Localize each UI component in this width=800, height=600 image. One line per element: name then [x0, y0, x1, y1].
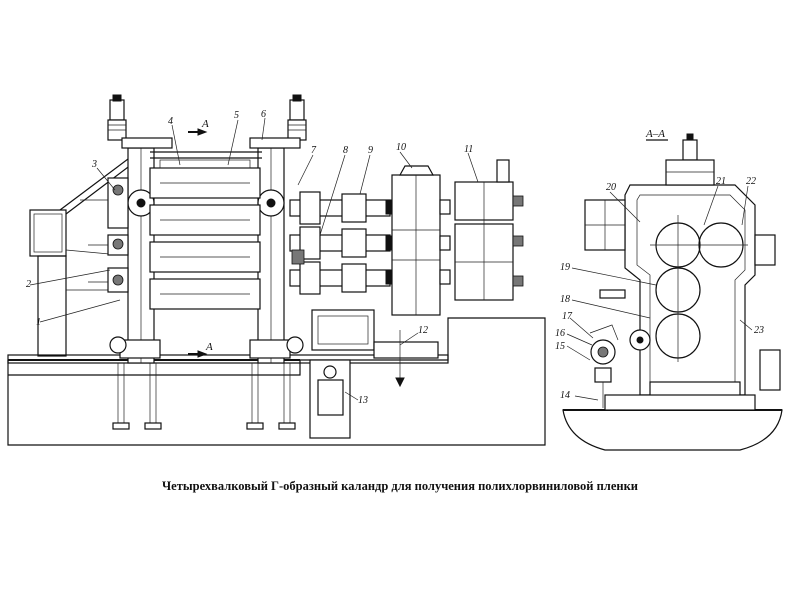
screw-down-motor-right	[249, 94, 307, 149]
callout-17: 17	[562, 311, 573, 322]
callout-7: 7	[311, 145, 317, 156]
callout-19: 19	[560, 262, 570, 273]
callout-15: 15	[555, 341, 565, 352]
screw-down-motor-left	[107, 94, 173, 149]
callout-18: 18	[560, 294, 570, 305]
callout-1: 1	[36, 317, 41, 328]
section-a-a-view: A–A	[555, 128, 783, 451]
lubrication-unit	[311, 309, 439, 388]
callout-12: 12	[418, 325, 428, 336]
section-title: A–A	[645, 128, 665, 140]
drive-shafts	[289, 191, 391, 295]
callout-20: 20	[606, 182, 616, 193]
callout-16: 16	[555, 328, 565, 339]
service-platform	[29, 149, 141, 357]
section-mark-bottom: A	[205, 341, 213, 353]
calender-rolls	[149, 159, 261, 310]
side-housing	[624, 184, 756, 396]
side-rolls	[650, 215, 748, 362]
callout-22: 22	[746, 176, 756, 187]
section-cut-marks: A A	[188, 118, 213, 358]
gearbox	[385, 165, 451, 316]
right-stand	[249, 147, 291, 364]
callout-8: 8	[343, 145, 348, 156]
leader-lines	[29, 117, 479, 401]
callout-21: 21	[716, 176, 726, 187]
callout-4: 4	[168, 116, 173, 127]
side-foundation	[562, 409, 783, 451]
callout-6: 6	[261, 109, 266, 120]
callout-13: 13	[358, 395, 368, 406]
callout-9: 9	[368, 145, 373, 156]
side-leader-lines	[566, 185, 753, 401]
callout-23: 23	[754, 325, 764, 336]
callout-14: 14	[560, 390, 570, 401]
callout-5: 5	[234, 110, 239, 121]
callout-3: 3	[91, 159, 97, 170]
anchor-bolts	[112, 363, 296, 430]
figure-caption: Четырехвалковый Г-образный каландр для п…	[162, 479, 638, 493]
foundation-concrete	[7, 317, 546, 446]
callout-10: 10	[396, 142, 406, 153]
callout-2: 2	[26, 279, 31, 290]
front-elevation: A A 1 2 3 4 5 6 7 8 9	[7, 94, 546, 446]
left-bearing-fasteners	[80, 177, 129, 293]
callout-11: 11	[464, 144, 473, 155]
side-top-motor	[665, 133, 715, 186]
drive-motor-unit	[454, 159, 524, 301]
section-mark-top: A	[201, 118, 209, 130]
side-auxiliary-drive	[589, 289, 626, 408]
